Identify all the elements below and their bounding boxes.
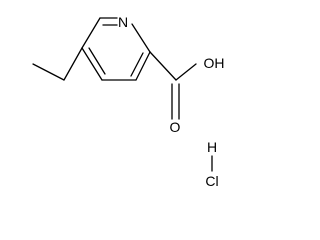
ethyl-group xyxy=(32,47,83,81)
double-bond-inner-c4-c5 xyxy=(88,47,106,75)
double-bond-inner-c2-c3 xyxy=(130,52,144,77)
atom-label-carbonyl-oxygen: O xyxy=(170,119,181,135)
atom-label-hydrogen: H xyxy=(207,139,217,155)
atom-label-nitrogen: N xyxy=(118,14,128,30)
pyridine-ring xyxy=(81,17,151,81)
bond-n1-c2 xyxy=(131,23,151,53)
bond-c4-c5 xyxy=(81,47,103,81)
atom-label-chlorine: Cl xyxy=(205,173,218,189)
bond-carboxyl-oh xyxy=(175,63,197,81)
bond-c2-c3 xyxy=(135,51,151,81)
bond-c2-carboxyl xyxy=(149,51,177,81)
bond-ch2-ch3 xyxy=(32,63,65,81)
bond-c5-c6 xyxy=(81,17,101,49)
chemical-structure: N OH O H Cl xyxy=(32,14,225,189)
carboxylic-acid-group xyxy=(149,51,197,120)
bond-c4-ch2 xyxy=(63,47,83,81)
atom-label-hydroxyl: OH xyxy=(204,55,225,71)
